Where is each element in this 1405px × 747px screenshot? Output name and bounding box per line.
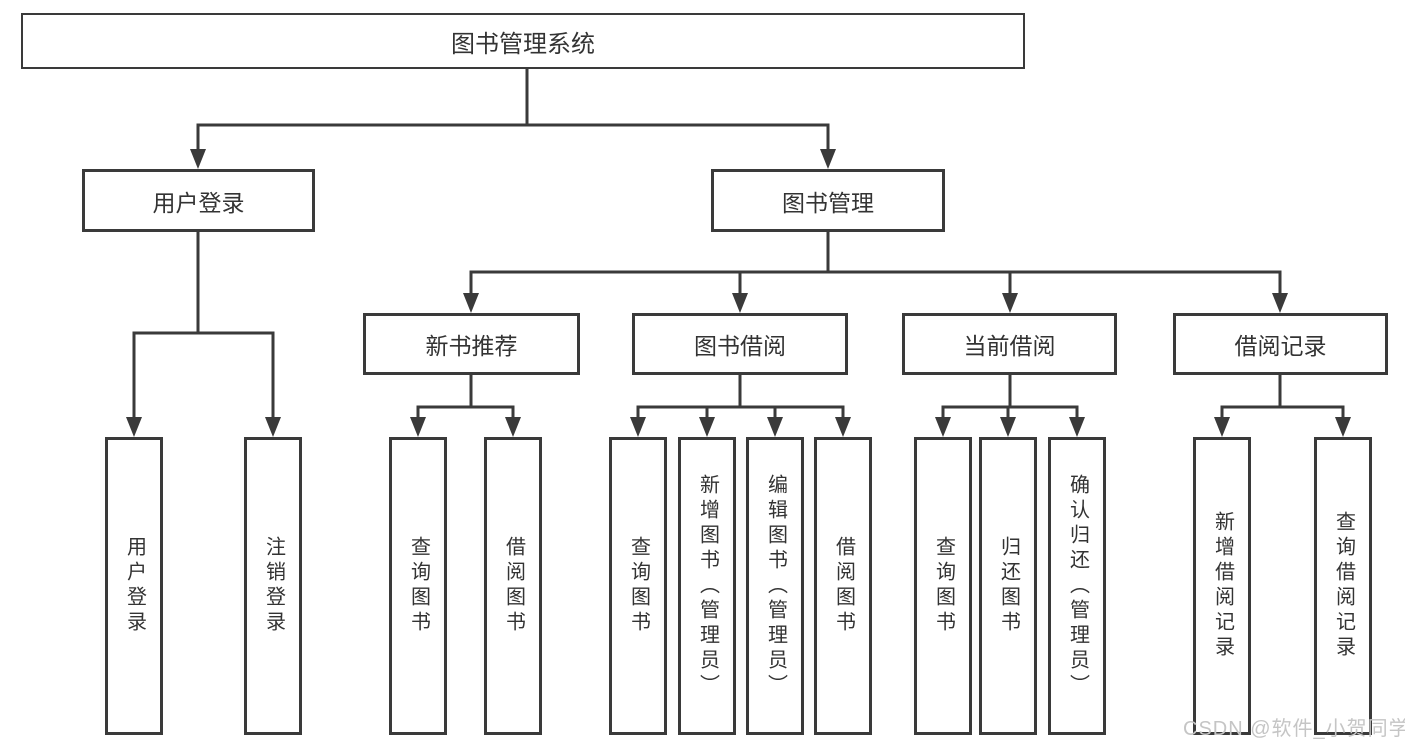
node-leaf-confirm-return-admin-label: 确认归还（管理员） — [1066, 473, 1089, 699]
node-borrowing-records-label: 借阅记录 — [1234, 333, 1327, 359]
node-leaf-query-borrow-record-label: 查询借阅记录 — [1332, 511, 1355, 661]
node-leaf-add-book-admin-label: 新增图书（管理员） — [696, 473, 719, 699]
csdn-watermark: CSDN @软件_小贺同学 — [1183, 718, 1405, 740]
node-leaf-add-borrow-record-label: 新增借阅记录 — [1211, 511, 1234, 661]
node-leaf-return-book: 归还图书 — [979, 437, 1037, 735]
node-leaf-borrow-books-recommend-label: 借阅图书 — [502, 536, 525, 636]
node-leaf-add-borrow-record: 新增借阅记录 — [1193, 437, 1251, 735]
node-current-borrowing-label: 当前借阅 — [963, 333, 1056, 359]
node-leaf-add-book-admin: 新增图书（管理员） — [678, 437, 736, 735]
node-current-borrowing: 当前借阅 — [902, 313, 1117, 375]
node-leaf-query-books-recommend: 查询图书 — [389, 437, 447, 735]
node-leaf-logout: 注销登录 — [244, 437, 302, 735]
node-book-borrowing: 图书借阅 — [632, 313, 848, 375]
node-leaf-logout-label: 注销登录 — [262, 536, 285, 636]
node-leaf-query-borrow-record: 查询借阅记录 — [1314, 437, 1372, 735]
node-book-borrowing-label: 图书借阅 — [694, 333, 786, 359]
node-book-management: 图书管理 — [711, 169, 945, 232]
node-user-login-branch-label: 用户登录 — [152, 189, 245, 216]
node-leaf-borrow-books-recommend: 借阅图书 — [484, 437, 542, 735]
node-book-management-label: 图书管理 — [782, 189, 874, 216]
node-borrowing-records: 借阅记录 — [1173, 313, 1388, 375]
node-leaf-edit-book-admin-label: 编辑图书（管理员） — [764, 473, 787, 699]
node-leaf-query-books-recommend-label: 查询图书 — [407, 536, 430, 636]
node-leaf-query-books-current: 查询图书 — [914, 437, 972, 735]
node-leaf-query-books-borrowing-label: 查询图书 — [627, 536, 650, 636]
node-leaf-user-login: 用户登录 — [105, 437, 163, 735]
node-new-book-recommend: 新书推荐 — [363, 313, 580, 375]
node-library-management-system: 图书管理系统 — [21, 13, 1025, 69]
node-leaf-edit-book-admin: 编辑图书（管理员） — [746, 437, 804, 735]
node-leaf-confirm-return-admin: 确认归还（管理员） — [1048, 437, 1106, 735]
node-new-book-recommend-label: 新书推荐 — [425, 333, 518, 359]
node-leaf-return-book-label: 归还图书 — [997, 536, 1020, 636]
node-leaf-borrow-books-label: 借阅图书 — [832, 536, 855, 636]
node-leaf-borrow-books: 借阅图书 — [814, 437, 872, 735]
node-leaf-query-books-current-label: 查询图书 — [932, 536, 955, 636]
node-library-management-system-label: 图书管理系统 — [451, 30, 595, 58]
node-leaf-query-books-borrowing: 查询图书 — [609, 437, 667, 735]
node-leaf-user-login-label: 用户登录 — [123, 536, 146, 636]
node-user-login-branch: 用户登录 — [82, 169, 315, 232]
